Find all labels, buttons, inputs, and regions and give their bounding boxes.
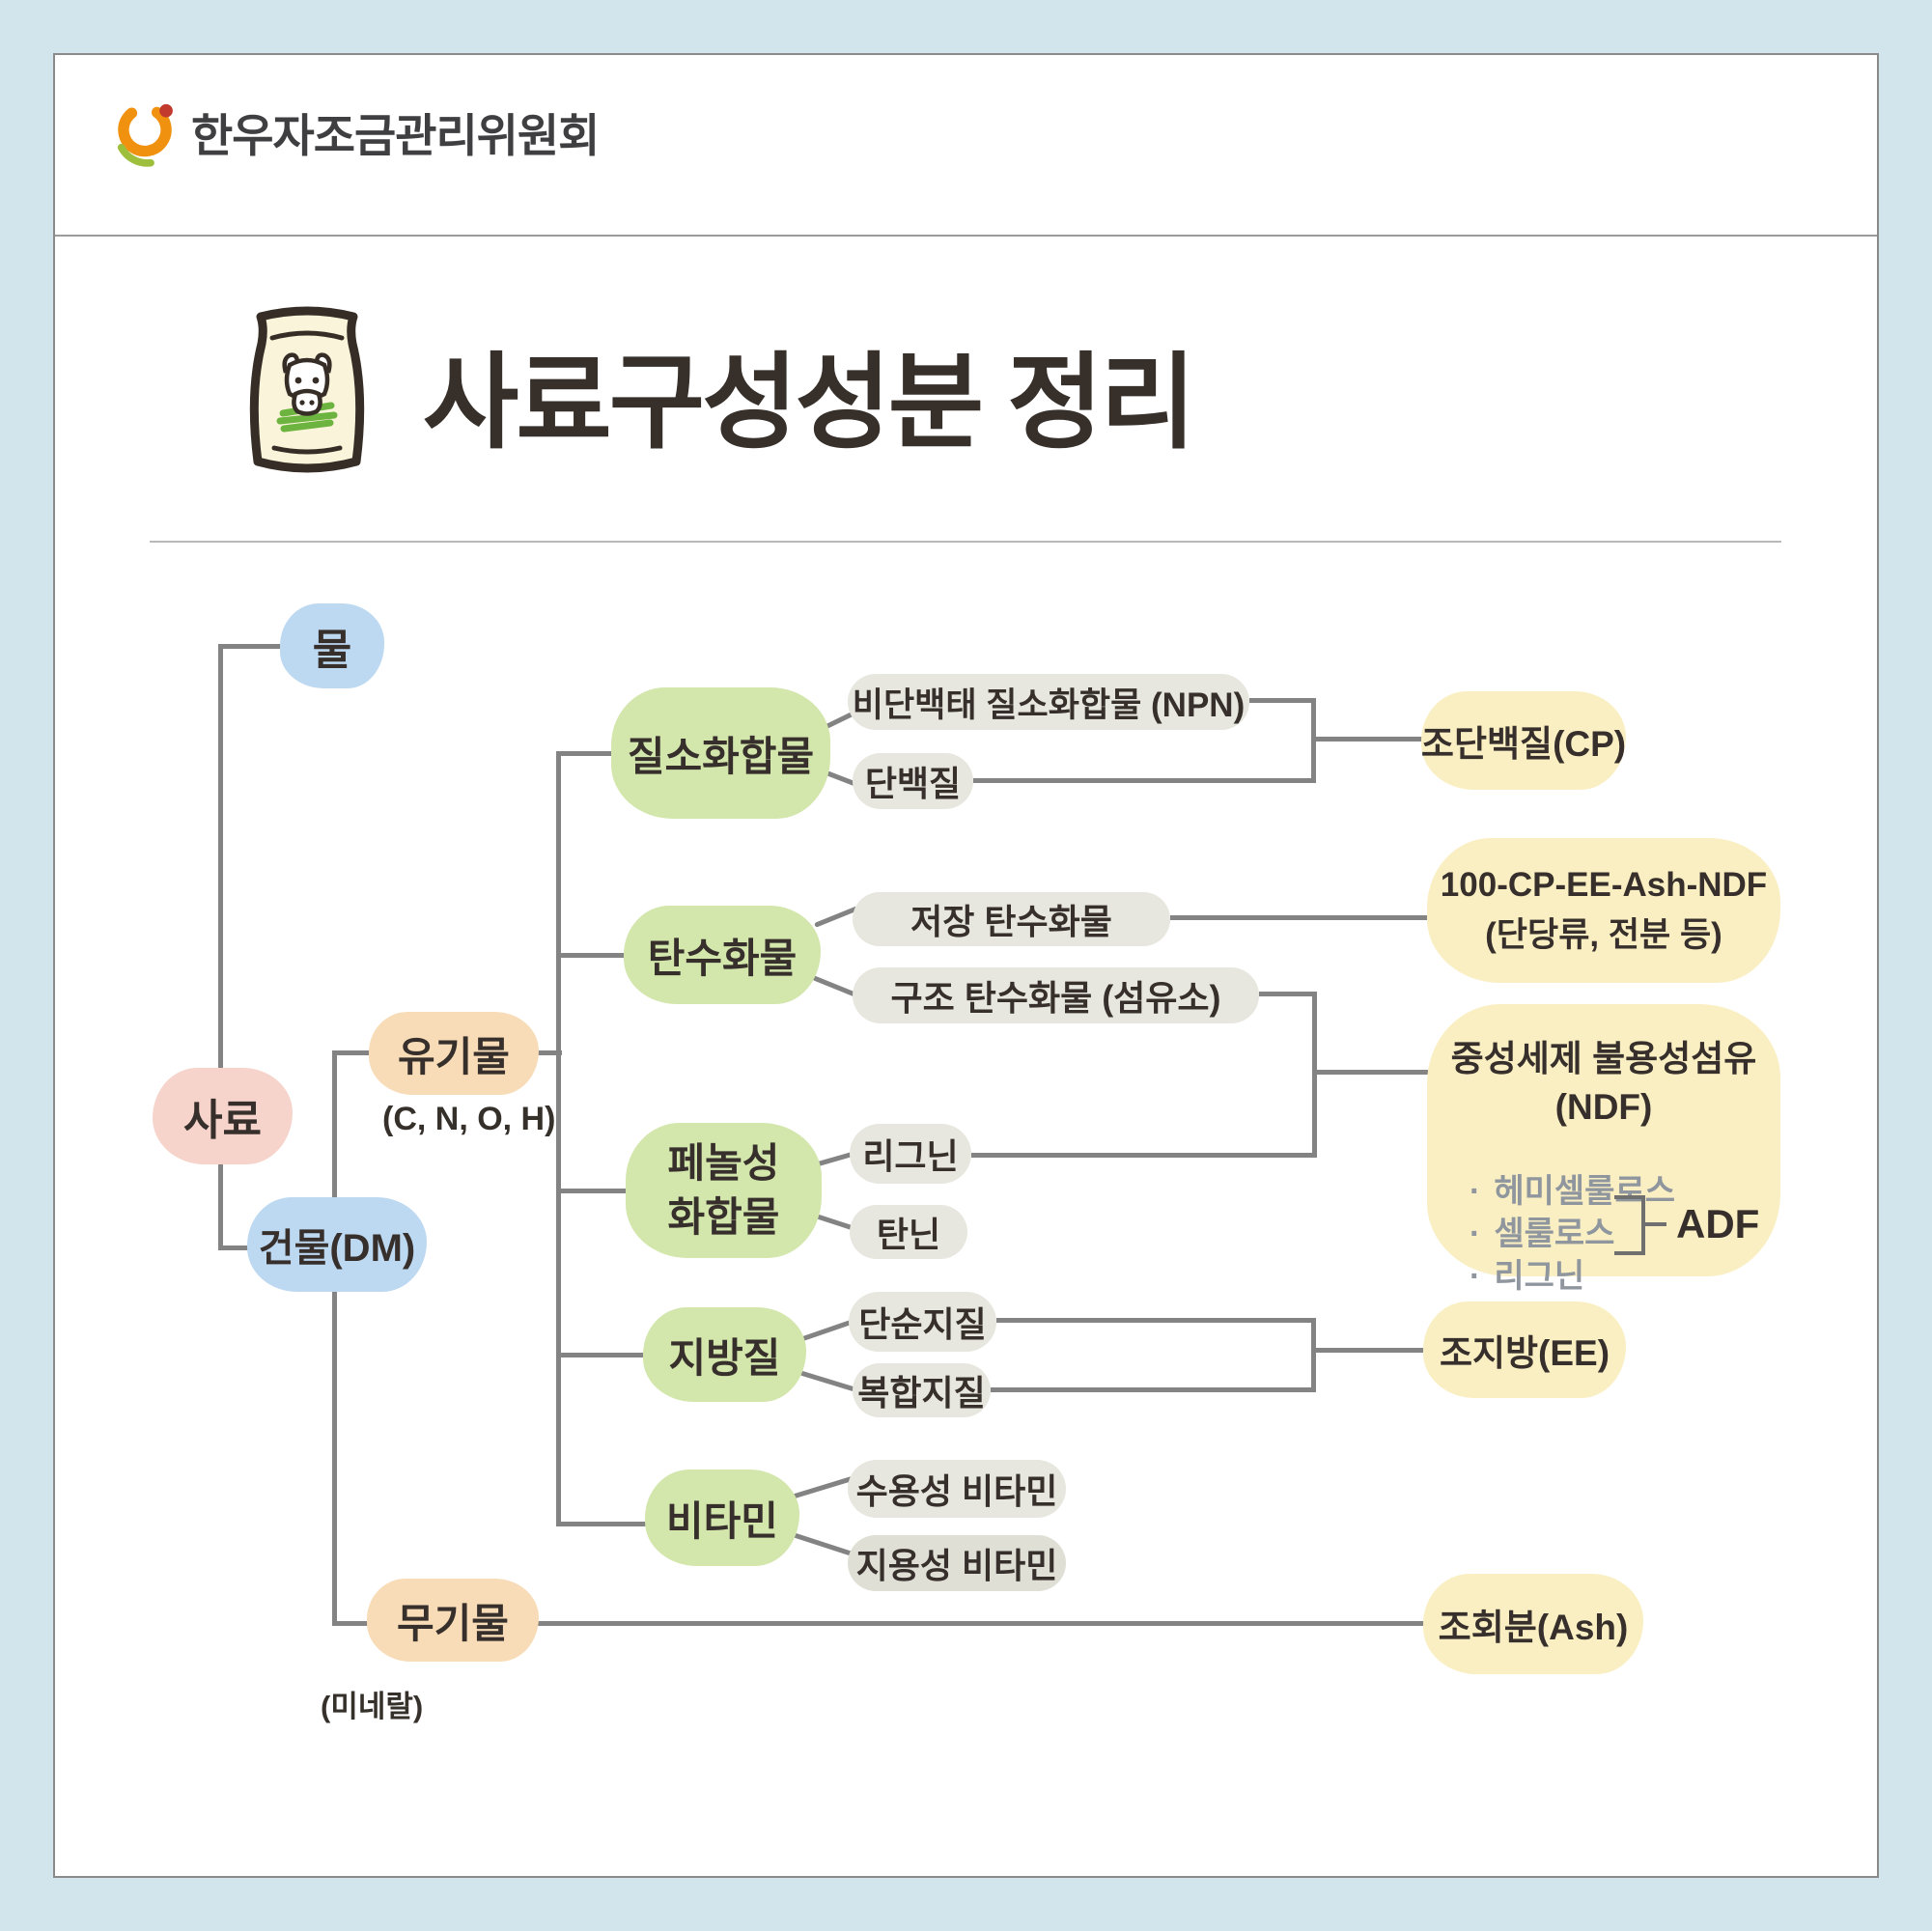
feed-bag-cow-icon [249, 306, 365, 473]
ndf-title: 중성세제 불용성섬유 (NDF) [1427, 1004, 1780, 1132]
node-simple-lipids: 단순지질 [849, 1292, 996, 1352]
node-organic: 유기물 [369, 1012, 539, 1095]
ndf-title-line1: 중성세제 불용성섬유 [1450, 1039, 1757, 1078]
ndf-title-line2: (NDF) [1554, 1087, 1653, 1127]
nfc-examples: (단당류, 전분 등) [1485, 916, 1722, 954]
branch-lipids [556, 1353, 647, 1357]
node-nitrogen-compounds: 질소화합물 [611, 687, 830, 819]
connector-to-inorganic [332, 1621, 375, 1626]
node-lipids: 지방질 [643, 1307, 806, 1402]
node-npn: 비단백태 질소화합물 (NPN) [848, 674, 1249, 730]
ndf-bullet-lignin: · 리그닌 [1470, 1255, 1675, 1298]
connector-to-organic [332, 1050, 375, 1055]
adf-bracket-top [1614, 1195, 1645, 1199]
node-feed: 사료 [153, 1068, 293, 1164]
connector-dm-up [332, 1050, 337, 1203]
ndf-bullet-cellulose: · 셀룰로스 [1470, 1213, 1675, 1255]
line-storage-nfc [1170, 915, 1427, 920]
phenolic-line2: 화합물 [667, 1194, 780, 1240]
org-logo-icon [117, 102, 173, 167]
node-fat-soluble-vitamins: 지용성 비타민 [848, 1535, 1066, 1591]
connector-organic-to-spine [535, 1050, 562, 1055]
ndf-bullets: · 헤미셀룰로스 · 셀룰로스 · 리그닌 [1470, 1170, 1675, 1298]
line-inorganic-ash [537, 1621, 1425, 1626]
line-protein-bracket [973, 778, 1315, 783]
bracket-ee-stub [1311, 1348, 1425, 1353]
node-crude-protein: 조단백질(CP) [1421, 691, 1626, 790]
node-carbohydrates: 탄수화물 [624, 906, 821, 1004]
node-ndf: 중성세제 불용성섬유 (NDF) · 헤미셀룰로스 · 셀룰로스 · 리그닌 [1427, 1004, 1780, 1295]
phenolic-line1: 페놀성 [667, 1140, 780, 1186]
ndf-item-label: 셀룰로스 [1494, 1216, 1615, 1252]
branch-nitrogen [556, 751, 616, 756]
ndf-item-label: 리그닌 [1494, 1258, 1585, 1295]
org-name: 한우자조금관리위원회 [191, 109, 600, 161]
title-divider [150, 541, 1781, 543]
node-crude-ash: 조회분(Ash) [1423, 1574, 1643, 1674]
branch-phenolic [556, 1189, 631, 1193]
line-simple-bracket [996, 1318, 1315, 1323]
line-npn-bracket [1249, 698, 1315, 703]
node-storage-carbs: 저장 탄수화물 [853, 892, 1170, 946]
branch-carbs [556, 953, 630, 958]
connector-dm-down [332, 1290, 337, 1626]
node-vitamins: 비타민 [645, 1469, 799, 1566]
bracket-ndf-vertical [1312, 992, 1317, 1158]
line-complex-bracket [991, 1387, 1315, 1392]
bullet-dot: · [1470, 1216, 1481, 1252]
nfc-formula: 100-CP-EE-Ash-NDF [1440, 866, 1768, 904]
bracket-cp-stub [1311, 737, 1423, 742]
bullet-dot: · [1470, 1258, 1481, 1295]
adf-bracket-bottom [1614, 1251, 1645, 1255]
node-nfc: 100-CP-EE-Ash-NDF (단당류, 전분 등) [1427, 838, 1780, 983]
bracket-ee-vertical [1311, 1318, 1316, 1392]
bracket-ndf-stub [1312, 1070, 1428, 1075]
line-structural-bracket [1259, 992, 1317, 996]
org-logo: 한우자조금관리위원회 [108, 89, 600, 174]
node-complex-lipids: 복합지질 [853, 1363, 991, 1417]
node-water: 물 [280, 603, 384, 688]
adf-bracket-stub [1645, 1222, 1666, 1226]
connector-to-drymatter [218, 1245, 255, 1250]
ndf-item-label: 헤미셀룰로스 [1494, 1173, 1676, 1210]
node-dry-matter: 건물(DM) [247, 1197, 427, 1292]
page-title: 사료구성성분 정리 [423, 344, 1196, 461]
connector-to-water [218, 644, 286, 649]
node-water-soluble-vitamins: 수용성 비타민 [848, 1460, 1066, 1518]
node-tannin: 탄닌 [850, 1205, 967, 1259]
connector-feed-spine [218, 644, 223, 1250]
organic-note: (C, N, O, H) [382, 1101, 556, 1137]
inorganic-note: (미네랄) [321, 1690, 424, 1723]
node-phenolic-compounds: 페놀성 화합물 [626, 1123, 822, 1258]
line-lignin-bracket [971, 1153, 1315, 1158]
adf-label: ADF [1676, 1201, 1760, 1246]
adf-bracket-vertical [1641, 1195, 1645, 1255]
node-structural-carbs: 구조 탄수화물 (섬유소) [853, 967, 1259, 1023]
node-protein: 단백질 [853, 753, 973, 809]
header-divider [55, 235, 1877, 237]
node-inorganic: 무기물 [367, 1579, 539, 1662]
node-lignin: 리그닌 [850, 1124, 971, 1184]
bullet-dot: · [1470, 1173, 1481, 1210]
connector-organic-spine [556, 751, 561, 1526]
branch-vitamins [556, 1522, 649, 1526]
node-crude-fat: 조지방(EE) [1423, 1301, 1626, 1398]
